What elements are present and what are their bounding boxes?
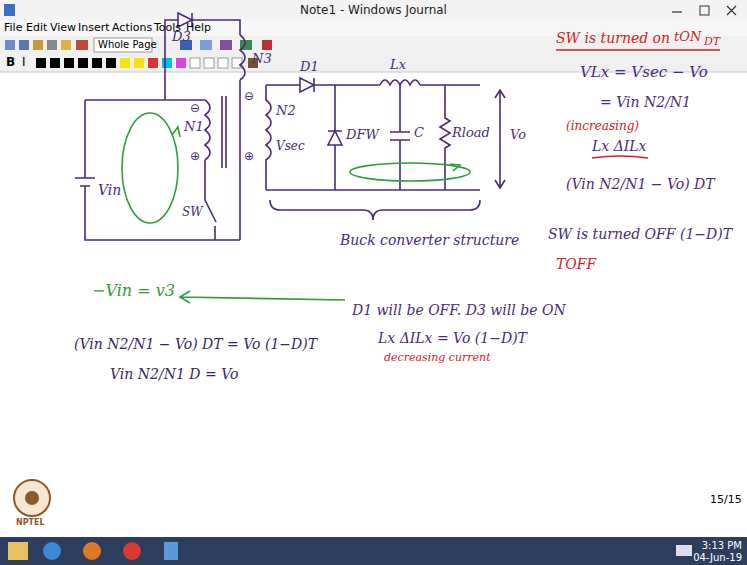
winding-label: N2 [276,104,296,119]
maximize-icon [700,6,709,15]
italic-button: I [22,56,26,70]
color-swatches [36,58,258,68]
note: TOFF [556,256,596,272]
taskbar-icons [8,542,692,560]
voltage-label: Vo [510,128,526,143]
app-icon [4,4,15,16]
diode-label: D3 [172,30,191,45]
note: SW is turned on [556,30,670,46]
equation: = Vin N2/N1 [600,94,691,110]
winding-label: N1 [184,120,204,135]
equation: Lx ΔILx = Vo (1−D)T [378,330,527,346]
voltage-label: Vsec [276,140,305,154]
red-underlines [556,50,720,158]
equation: VLx = Vsec − Vo [580,64,708,81]
winding-label: N3 [252,52,272,67]
clock: 3:13 PM [702,540,742,552]
taskbar [0,537,747,565]
polarity-mark: ⊖ [244,90,254,104]
note: Buck converter structure [340,232,519,248]
toolbar-icons [5,38,272,52]
equation: (Vin N2/N1 − Vo) DT [566,176,715,192]
equation: −Vin = v3 [92,282,175,300]
resistor-label: Rload [452,126,490,141]
page-number: 15/15 [710,494,742,507]
current-loops [122,113,470,303]
close-icon [727,6,736,15]
zoom-dropdown: Whole Page [98,39,157,51]
bold-button: B [6,56,15,70]
note: tON [674,30,701,45]
voltage-label: Vin [98,182,121,198]
capacitor-label: C [414,126,424,141]
window-title: Note1 - Windows Journal [0,3,747,17]
note: (increasing) [566,120,639,134]
logo-text: NPTEL [16,518,45,527]
equation: Vin N2/N1 D = Vo [110,366,238,382]
date: 04-Jun-19 [693,552,742,564]
forward-converter-circuit [75,13,505,240]
note: D1 will be OFF. D3 will be ON [352,302,566,318]
note: DT [704,36,720,49]
minimize-icon [672,11,682,12]
polarity-mark: ⊕ [244,150,254,164]
menu-item: Actions [112,22,152,35]
polarity-mark: ⊖ [190,102,200,116]
nptel-logo [14,480,50,516]
equation: (Vin N2/N1 − Vo) DT = Vo (1−D)T [74,336,317,352]
equation: Lx ΔILx [592,138,646,154]
title-bar [0,0,747,20]
menu-item: Insert [78,22,110,35]
menu-item: View [50,22,76,35]
note: decreasing current [384,352,491,365]
diode-label: DFW [346,128,379,143]
inductor-label: Lx [390,58,406,73]
diode-label: D1 [300,60,319,75]
note: SW is turned OFF (1−D)T [548,226,732,242]
polarity-mark: ⊕ [190,150,200,164]
switch-label: SW [182,206,203,220]
menu-item: File [4,22,22,35]
menu-item: Edit [26,22,47,35]
